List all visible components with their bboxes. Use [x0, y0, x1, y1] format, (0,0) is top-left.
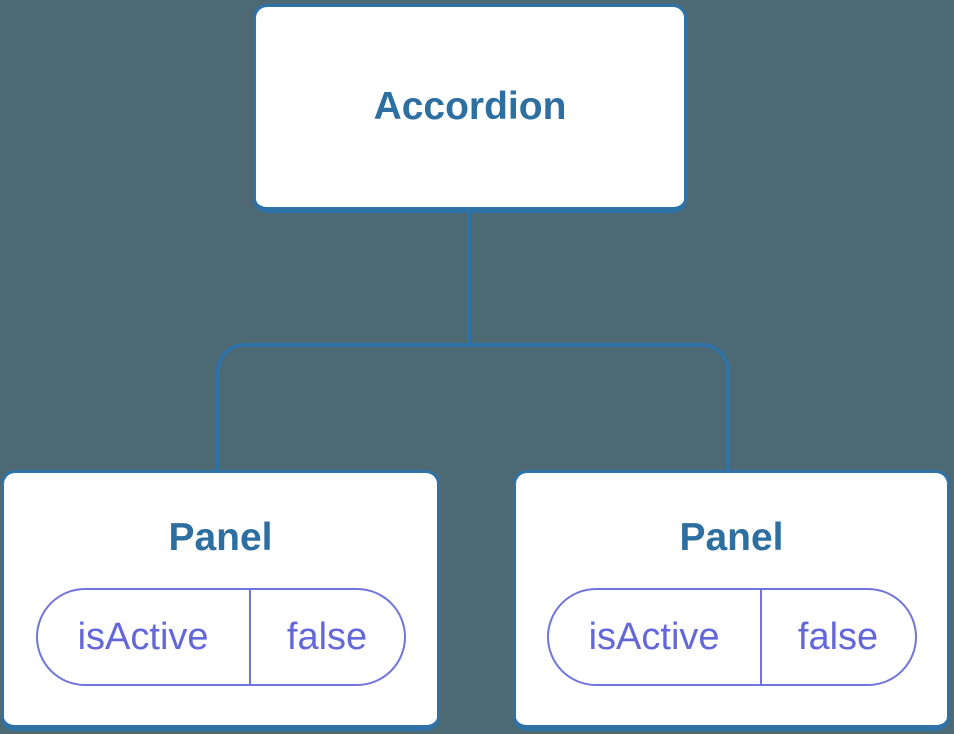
prop-pill-1: isActive false: [35, 588, 406, 686]
component-card-accordion: Accordion: [253, 4, 687, 213]
connector-bracket: [216, 343, 730, 470]
prop-pill-2: isActive false: [546, 588, 917, 686]
connector-stem: [467, 212, 471, 345]
prop-name-2: isActive: [549, 590, 762, 684]
component-title-panel-2: Panel: [679, 516, 784, 559]
component-title-panel-1: Panel: [168, 516, 273, 559]
prop-name-1: isActive: [38, 590, 251, 684]
component-title-accordion: Accordion: [373, 85, 567, 128]
component-card-panel-2: Panel isActive false: [513, 470, 950, 731]
component-card-panel-1: Panel isActive false: [1, 470, 440, 731]
prop-value-2: false: [797, 615, 879, 658]
prop-value-1: false: [286, 615, 368, 658]
